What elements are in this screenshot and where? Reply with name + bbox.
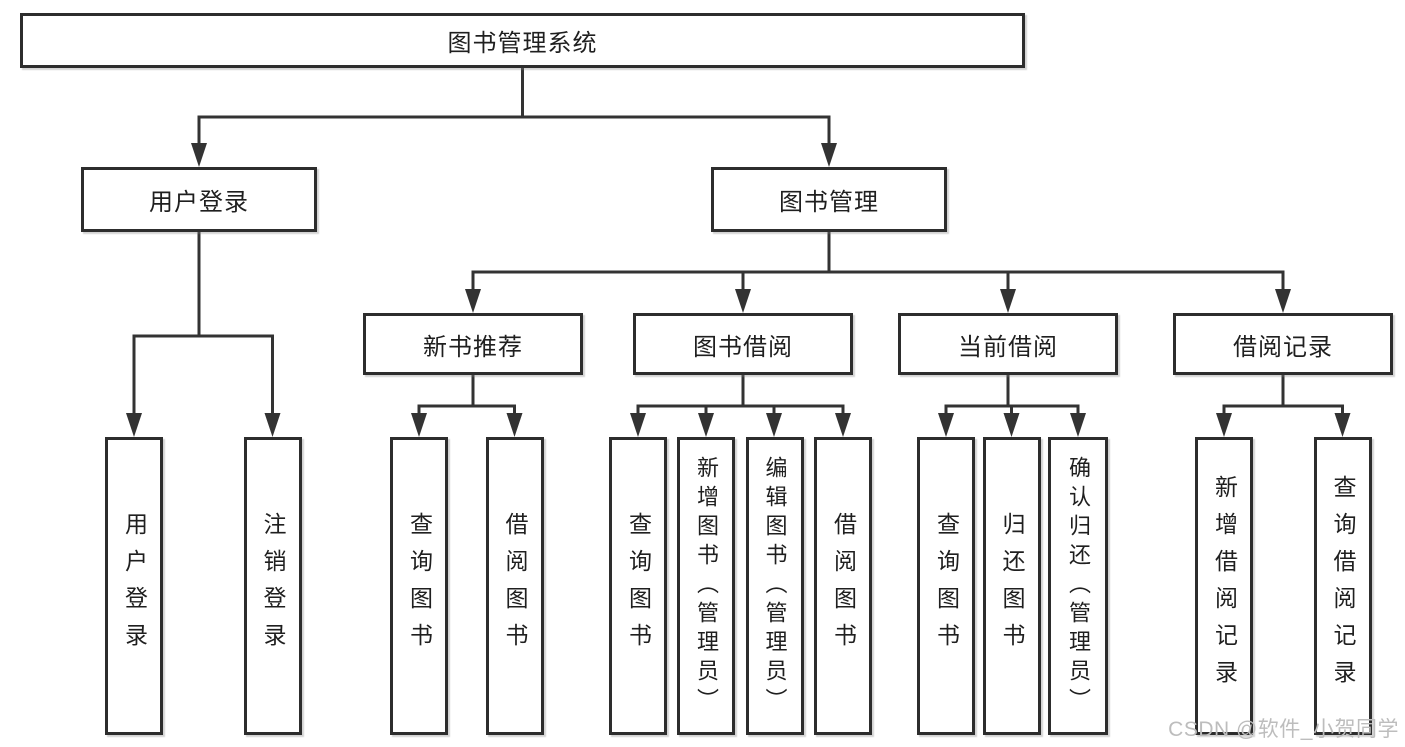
leaf-query-books-current-label: 查询图书: [933, 512, 960, 660]
leaf-edit-book-admin-label: 编辑图书（管理员）: [762, 455, 788, 717]
csdn-watermark: CSDN @软件_小贺同学: [1168, 718, 1399, 741]
leaf-borrow-books-recommend: 借阅图书: [485, 437, 544, 735]
leaf-user-login: 用户登录: [105, 437, 163, 735]
node-root: 图书管理系统: [20, 13, 1025, 68]
leaf-logout-label: 注销登录: [260, 512, 286, 660]
leaf-query-books-borrow-label: 查询图书: [625, 512, 652, 660]
leaf-user-login-label: 用户登录: [121, 512, 148, 660]
node-borrow-records: 借阅记录: [1173, 313, 1393, 375]
leaf-return-book-label: 归还图书: [999, 512, 1025, 660]
node-root-label: 图书管理系统: [447, 30, 598, 57]
leaf-add-book-admin-label: 新增图书（管理员）: [694, 455, 719, 717]
node-user-login: 用户登录: [81, 167, 317, 232]
leaf-add-borrow-record-label: 新增借阅记录: [1211, 475, 1238, 697]
node-current-borrow: 当前借阅: [898, 313, 1118, 375]
leaf-edit-book-admin: 编辑图书（管理员）: [745, 437, 804, 735]
node-book-management-label: 图书管理: [779, 189, 879, 216]
leaf-add-book-admin: 新增图书（管理员）: [677, 437, 735, 735]
leaf-borrow-books-borrow-label: 借阅图书: [830, 512, 857, 660]
leaf-borrow-books-recommend-label: 借阅图书: [502, 512, 528, 660]
node-user-login-label: 用户登录: [149, 189, 249, 216]
node-book-borrow-label: 图书借阅: [693, 333, 793, 361]
node-book-borrow: 图书借阅: [633, 313, 853, 375]
leaf-add-borrow-record: 新增借阅记录: [1195, 437, 1253, 735]
leaf-confirm-return-admin: 确认归还（管理员）: [1048, 437, 1108, 735]
leaf-query-books-current: 查询图书: [917, 437, 975, 735]
leaf-query-books-borrow: 查询图书: [609, 437, 667, 735]
leaf-logout: 注销登录: [243, 437, 302, 735]
node-new-book-recommend-label: 新书推荐: [423, 333, 523, 361]
leaf-confirm-return-admin-label: 确认归还（管理员）: [1066, 455, 1091, 717]
leaf-query-borrow-record-label: 查询借阅记录: [1330, 475, 1356, 697]
node-borrow-records-label: 借阅记录: [1233, 333, 1333, 361]
leaf-borrow-books-borrow: 借阅图书: [814, 437, 872, 735]
leaf-return-book: 归还图书: [982, 437, 1041, 735]
leaf-query-borrow-record: 查询借阅记录: [1313, 437, 1372, 735]
node-current-borrow-label: 当前借阅: [958, 333, 1058, 361]
leaf-query-books-recommend: 查询图书: [390, 437, 448, 735]
leaf-query-books-recommend-label: 查询图书: [406, 512, 433, 660]
node-new-book-recommend: 新书推荐: [363, 313, 583, 375]
node-book-management: 图书管理: [711, 167, 947, 232]
